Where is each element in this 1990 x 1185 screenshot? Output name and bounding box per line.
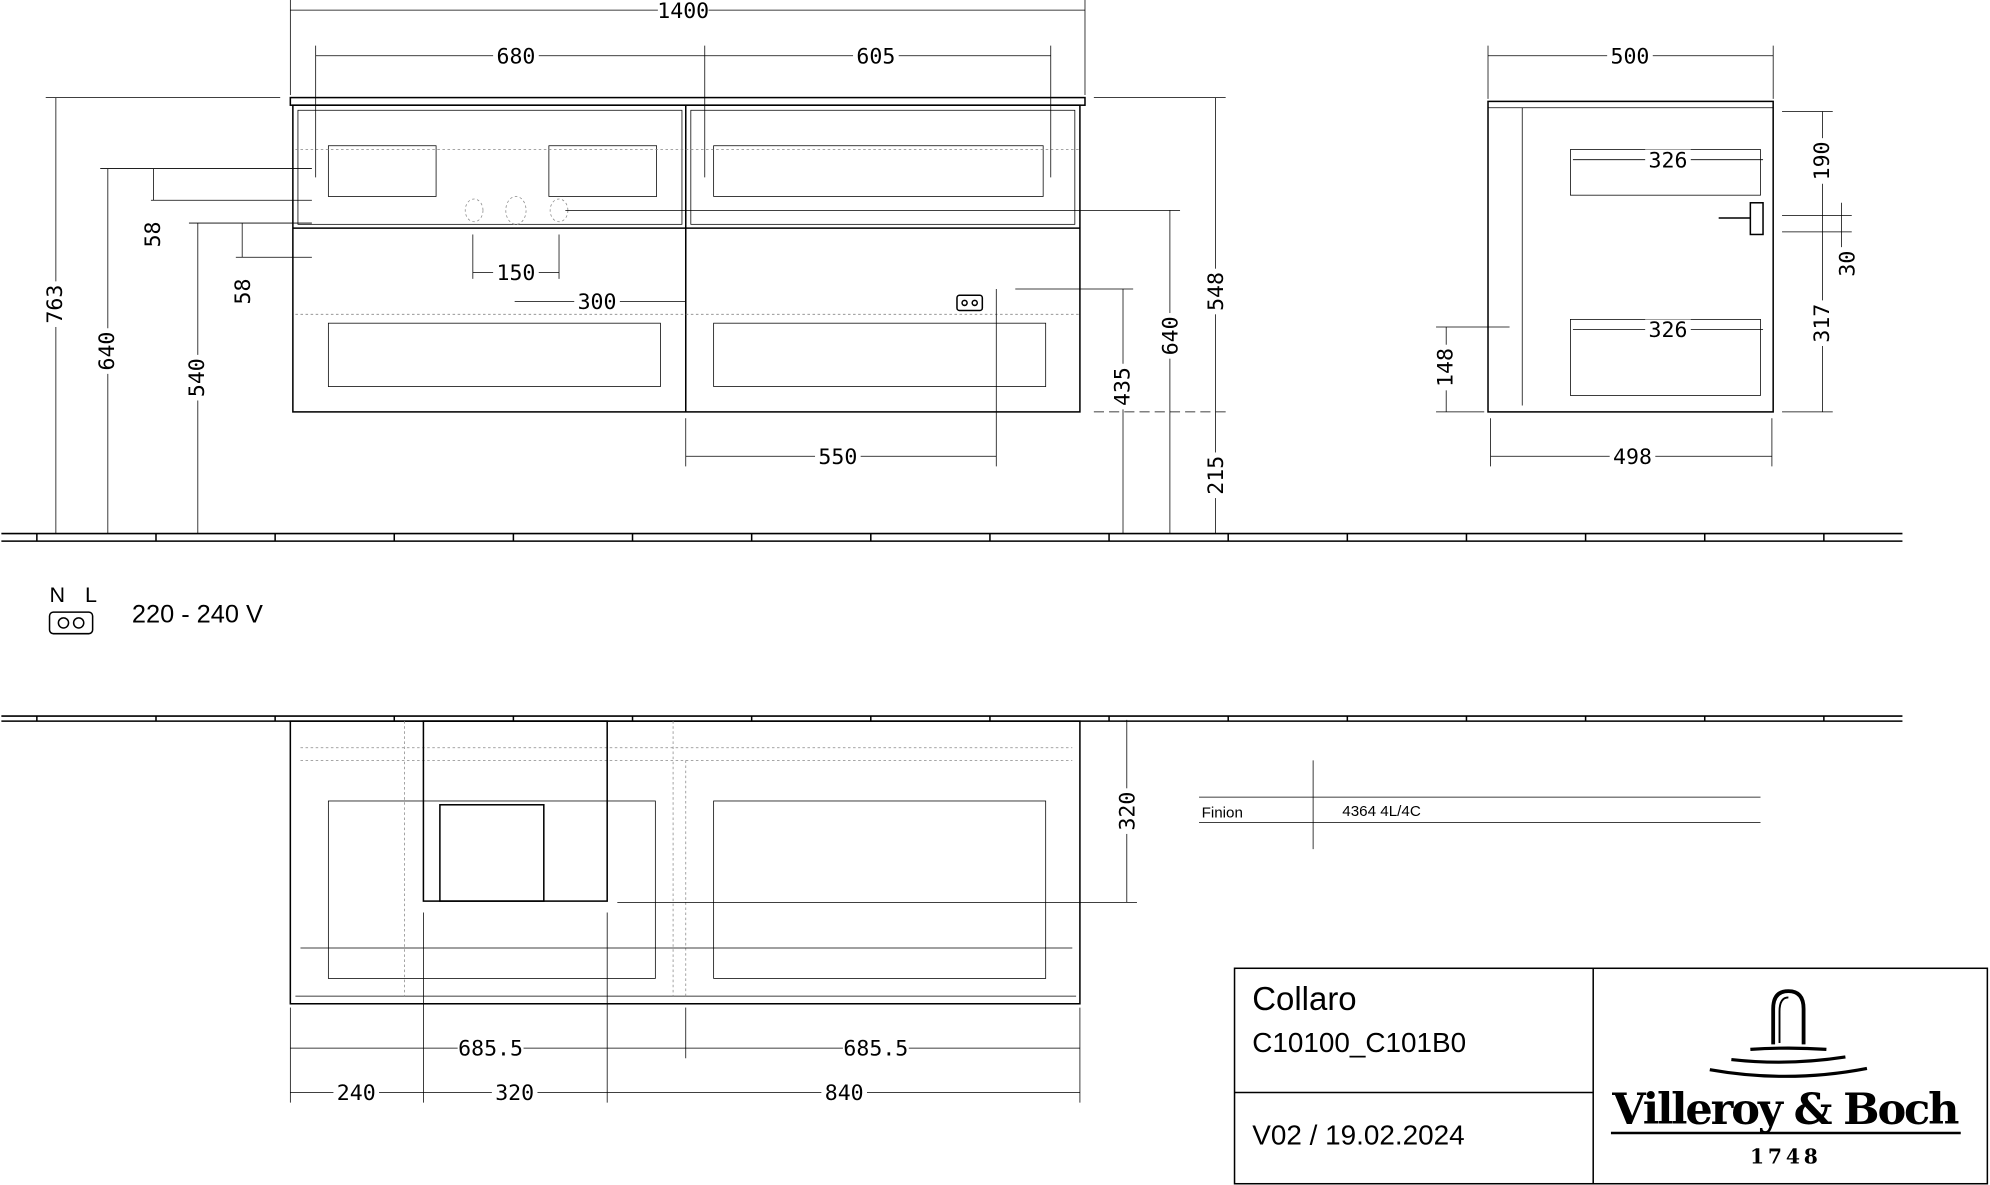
neutral-label: N [50,583,66,607]
tap-holes [464,196,569,225]
dim-215: 215 [1204,456,1229,495]
socket-icon [48,611,94,635]
side-view-cabinet [1487,100,1774,413]
dim-190: 190 [1810,142,1835,181]
front-view-dimensions: 1400 680 605 150 300 550 763 640 58 540 … [43,0,1229,534]
dim-640-left: 640 [95,332,120,371]
version-date: V02 / 19.02.2024 [1252,1119,1464,1150]
spec-label: Finion [1202,804,1243,821]
floor-line-lower [1,715,1903,722]
dim-550: 550 [818,445,857,470]
dim-326-lower: 326 [1649,318,1688,343]
plan-view-cabinet [289,720,1081,1005]
voltage-label: 220 - 240 V [132,600,263,628]
dim-685-5-right: 685.5 [843,1037,908,1062]
dim-30: 30 [1835,251,1860,277]
front-view-cabinet [289,96,1086,413]
live-label: L [85,583,97,607]
side-view-dimensions: 500 326 326 498 190 30 317 148 [1434,44,1861,469]
electrical-legend: N L 220 - 240 V [48,583,263,635]
dim-763: 763 [43,285,68,324]
villeroy-boch-logo: Villeroy & Boch 1748 [1610,989,1961,1168]
dim-840: 840 [825,1081,864,1106]
dim-150: 150 [496,261,535,286]
dim-58-lower: 58 [231,279,256,305]
founded-year: 1748 [1750,1144,1822,1168]
dim-500: 500 [1611,44,1650,69]
dim-58-upper: 58 [141,221,166,247]
dim-680: 680 [496,44,535,69]
dim-540: 540 [185,358,210,397]
dim-435: 435 [1110,367,1135,406]
dim-148: 148 [1434,348,1459,387]
title-block: Collaro C10100_C101B0 V02 / 19.02.2024 V… [1233,967,1989,1185]
dim-685-5-left: 685.5 [458,1037,523,1062]
plan-view-dimensions: 320 685.5 685.5 240 320 840 [289,719,1140,1106]
dim-640-right: 640 [1159,316,1184,355]
spec-table: Finion 4364 4L/4C [1199,760,1761,850]
floor-line-upper [1,532,1903,542]
product-name: Collaro [1252,980,1356,1017]
dim-498: 498 [1613,445,1652,470]
socket-icon [956,294,984,312]
dim-326-upper: 326 [1649,148,1688,173]
dim-320: 320 [495,1081,534,1106]
dim-605: 605 [856,44,895,69]
dim-300: 300 [578,290,617,315]
brand-name: Villeroy & Boch [1611,1085,1959,1135]
dim-548: 548 [1204,272,1229,311]
dim-317: 317 [1810,304,1835,343]
dim-1400: 1400 [657,0,709,24]
article-number: C10100_C101B0 [1252,1027,1466,1058]
dim-240: 240 [337,1081,376,1106]
spec-value: 4364 4L/4C [1342,803,1421,820]
dim-320-depth: 320 [1115,792,1140,831]
